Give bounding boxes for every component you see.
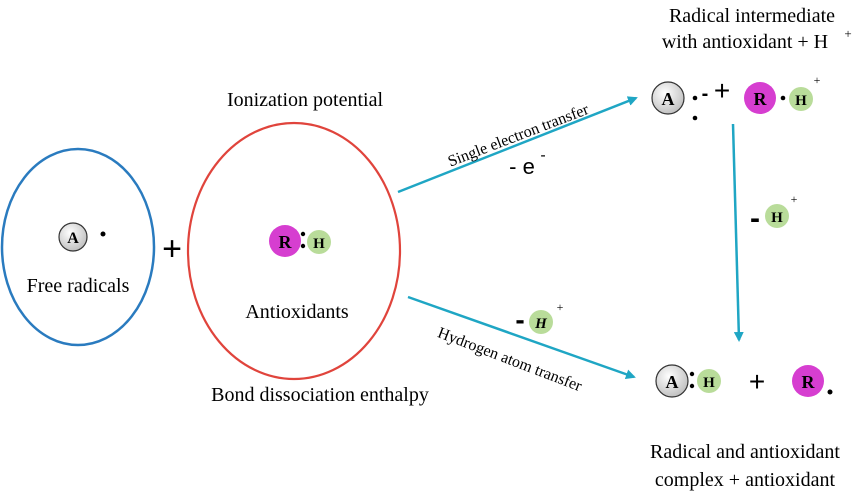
minus-e-sup: - bbox=[540, 147, 545, 164]
plus-sign-main: + bbox=[162, 230, 182, 268]
product-atom-H-label: H bbox=[703, 375, 715, 391]
intermediate-atom-H bbox=[789, 87, 813, 111]
free-radical-atom-A-label: A bbox=[67, 230, 79, 247]
deprotonation-H-label: H bbox=[771, 210, 783, 226]
free-radical-circle bbox=[0, 147, 156, 347]
title-top-line2: with antioxidant + H bbox=[662, 31, 828, 53]
removed-H-atom bbox=[529, 310, 553, 334]
antioxidant-atom-H bbox=[307, 230, 331, 254]
intermediate-atom-R bbox=[744, 82, 776, 114]
intermediate-dot bbox=[692, 95, 698, 101]
intermediate-atom-A bbox=[651, 81, 685, 115]
intermediate-dot bbox=[692, 115, 698, 121]
product-atom-H bbox=[697, 369, 721, 393]
product-atom-R-label: R bbox=[802, 372, 816, 392]
antioxidant-atom-R bbox=[269, 225, 301, 257]
product-atom-R bbox=[792, 365, 824, 397]
removed-H-sup: + bbox=[557, 300, 564, 314]
ionization-label: Ionization potential bbox=[227, 89, 384, 111]
bond-dot bbox=[300, 243, 306, 249]
deprotonation-H-atom bbox=[765, 204, 789, 228]
title-top-line1: Radical intermediate bbox=[669, 5, 835, 27]
intermediate-atom-H-label: H bbox=[795, 93, 807, 109]
single-electron-transfer-arrow bbox=[397, 96, 638, 194]
bond-dot bbox=[300, 231, 306, 237]
intermediate-dot bbox=[780, 95, 786, 101]
product-plus: + bbox=[749, 366, 765, 397]
hydrogen-atom-transfer-arrow bbox=[407, 295, 636, 380]
bottom-caption-line1: Radical and antioxidant bbox=[650, 441, 840, 463]
free-radicals-label: Free radicals bbox=[27, 275, 130, 297]
intermediate-H-sup: + bbox=[814, 73, 821, 87]
product-atom-A bbox=[655, 364, 689, 398]
free-radical-dot bbox=[100, 231, 106, 237]
title-top-sup: + bbox=[844, 26, 851, 41]
hydrogen-atom-transfer-label: Hydrogen atom transfer bbox=[435, 324, 584, 395]
free-radical-atom-A bbox=[58, 222, 88, 252]
antioxidants-label: Antioxidants bbox=[245, 301, 349, 323]
antioxidant-atom-H-label: H bbox=[313, 236, 325, 252]
product-bond-dot bbox=[689, 371, 695, 377]
product-atom-A-label: A bbox=[666, 372, 679, 392]
minus-H-sign: - bbox=[515, 304, 524, 335]
intermediate-atom-R-label: R bbox=[754, 89, 768, 109]
product-radical-dot bbox=[827, 389, 833, 395]
deprotonation-minus: - bbox=[750, 202, 760, 235]
intermediate-minus: - bbox=[702, 83, 709, 105]
product-bond-dot bbox=[689, 383, 695, 389]
deprotonation-H-sup: + bbox=[791, 192, 798, 206]
minus-e-label: - e bbox=[509, 154, 535, 179]
intermediate-plus: + bbox=[714, 75, 730, 106]
antioxidant-circle bbox=[186, 121, 402, 381]
bond-dissociation-label: Bond dissociation enthalpy bbox=[211, 384, 429, 406]
antioxidant-atom-R-label: R bbox=[279, 232, 293, 252]
removed-H-atom-label: H bbox=[534, 316, 548, 332]
bottom-caption-line2: complex + antioxidant bbox=[655, 469, 836, 491]
intermediate-atom-A-label: A bbox=[662, 89, 675, 109]
deprotonation-arrow bbox=[731, 123, 744, 342]
